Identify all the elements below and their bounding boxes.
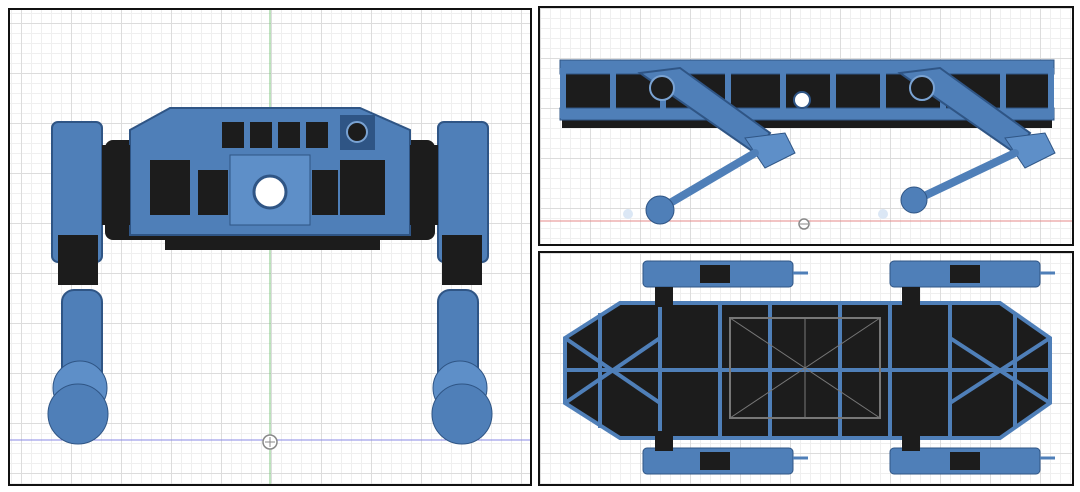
knee-rear bbox=[1004, 132, 1056, 169]
foot-ghost-rear bbox=[878, 209, 888, 219]
foot-front bbox=[645, 195, 675, 225]
front-view-viewport[interactable] bbox=[8, 8, 532, 486]
camera-lens bbox=[346, 121, 368, 143]
foot-right bbox=[431, 383, 493, 445]
frame-windows bbox=[150, 122, 385, 215]
origin-marker-icon[interactable] bbox=[798, 218, 810, 230]
leg-front-lower bbox=[661, 149, 759, 210]
knee-front bbox=[744, 132, 796, 169]
center-hole bbox=[793, 91, 811, 109]
foot-ghost-front bbox=[623, 209, 633, 219]
hip-joint-front bbox=[649, 75, 675, 101]
knee-servo-left bbox=[58, 235, 98, 285]
center-grid-pattern bbox=[729, 317, 881, 419]
body-top-rail bbox=[559, 59, 1055, 75]
leg-rear-right-top bbox=[889, 447, 1055, 475]
foot-left bbox=[47, 383, 109, 445]
knee-servo-right bbox=[442, 235, 482, 285]
top-view-canvas bbox=[563, 260, 1055, 475]
side-view-viewport[interactable] bbox=[538, 6, 1074, 246]
top-view-viewport[interactable] bbox=[538, 251, 1074, 486]
leg-front-right-top bbox=[642, 447, 808, 475]
hip-servo-left bbox=[102, 145, 130, 225]
side-view-canvas bbox=[540, 59, 1072, 230]
front-view-canvas bbox=[10, 10, 530, 484]
hip-joint-rear bbox=[909, 75, 935, 101]
hip-servos-top bbox=[655, 287, 920, 451]
foot-rear bbox=[900, 186, 928, 214]
origin-marker-icon[interactable] bbox=[262, 434, 278, 450]
leg-rear-lower bbox=[916, 149, 1019, 202]
hip-servo-right bbox=[410, 145, 438, 225]
leg-rear-left-top bbox=[889, 260, 1055, 288]
center-hole bbox=[252, 174, 288, 210]
leg-front-left-top bbox=[642, 260, 808, 288]
